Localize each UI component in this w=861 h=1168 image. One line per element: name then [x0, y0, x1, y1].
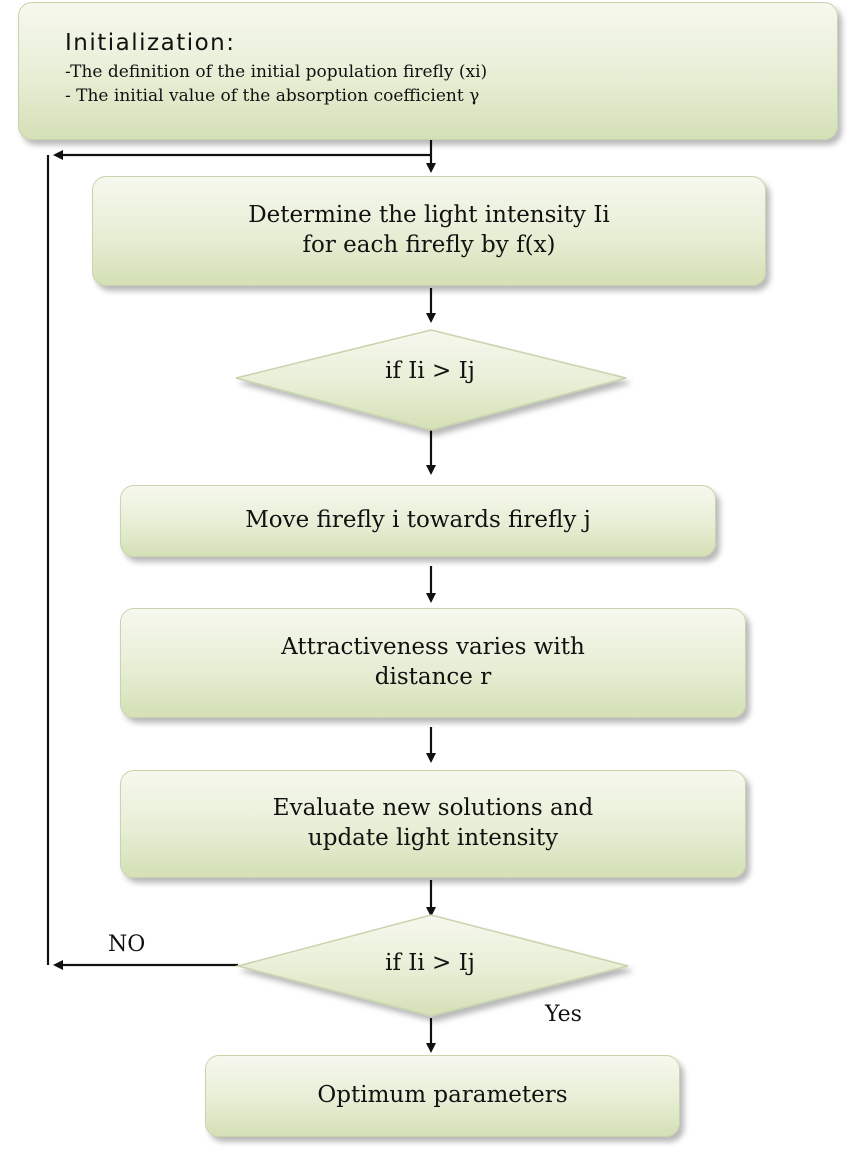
- determine-intensity-box: Determine the light intensity Ii for eac…: [92, 176, 766, 286]
- yes-edge-label: Yes: [545, 1002, 582, 1027]
- evaluate-solutions-line-1: Evaluate new solutions and: [272, 795, 594, 822]
- decision-diamond-1: [235, 329, 627, 431]
- decision-2-label: if Ii > Ij: [385, 950, 475, 976]
- optimum-parameters-box: Optimum parameters: [205, 1055, 680, 1137]
- move-firefly-box: Move firefly i towards firefly j: [120, 485, 716, 557]
- initialization-line-2: - The initial value of the absorption co…: [65, 85, 480, 106]
- evaluate-solutions-line-2: update light intensity: [307, 825, 559, 851]
- move-firefly-label: Move firefly i towards firefly j: [245, 507, 591, 534]
- attractiveness-box: Attractiveness varies with distance r: [120, 608, 746, 718]
- no-edge-label: NO: [108, 932, 146, 957]
- decision-diamond-2: [235, 914, 629, 1017]
- attractiveness-line-2: distance r: [374, 664, 492, 690]
- evaluate-solutions-box: Evaluate new solutions and update light …: [120, 770, 746, 878]
- optimum-parameters-label: Optimum parameters: [317, 1082, 568, 1109]
- decision-1-label: if Ii > Ij: [385, 358, 475, 384]
- attractiveness-line-1: Attractiveness varies with: [281, 634, 585, 661]
- determine-intensity-line-2: for each firefly by f(x): [302, 232, 556, 258]
- initialization-title: Initialization:: [65, 30, 236, 56]
- determine-intensity-line-1: Determine the light intensity Ii: [248, 202, 610, 229]
- initialization-box: Initialization: -The definition of the i…: [18, 2, 838, 140]
- initialization-line-1: -The definition of the initial populatio…: [65, 61, 488, 82]
